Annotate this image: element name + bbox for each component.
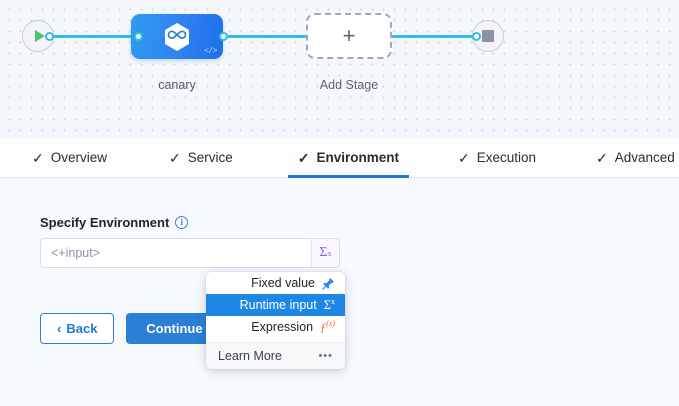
add-stage-label: Add Stage [319, 78, 379, 92]
connector-dot-canary-in [134, 32, 143, 41]
tab-execution[interactable]: ✓ Execution [448, 138, 546, 177]
tab-overview[interactable]: ✓ Overview [22, 138, 117, 177]
connector-dot-start [45, 32, 54, 41]
dropdown-item-label: Fixed value [251, 276, 315, 290]
edge-addstage-to-end [392, 35, 478, 38]
check-icon: ✓ [297, 149, 310, 166]
more-options-icon[interactable]: ••• [318, 350, 333, 362]
dropdown-item-runtime-input[interactable]: Runtime input Σx [206, 294, 345, 316]
chevron-left-icon: ‹ [57, 321, 62, 336]
check-icon: ✓ [458, 149, 470, 166]
dropdown-item-label: Expression [251, 320, 314, 334]
tab-environment[interactable]: ✓ Environment [287, 138, 410, 178]
back-button[interactable]: ‹ Back [40, 313, 115, 344]
stage-tabs: ✓ Overview ✓ Service ✓ Environment ✓ Exe… [0, 138, 679, 178]
specify-environment-label: Specify Environment i [40, 215, 189, 230]
tab-label: Advanced [614, 150, 675, 165]
dropdown-item-expression[interactable]: Expression ƒ(x) [206, 316, 345, 338]
learn-more-label: Learn More [218, 349, 282, 363]
back-button-label: Back [66, 321, 98, 336]
connector-dot-canary-out [219, 32, 228, 41]
plus-icon: + [342, 23, 356, 48]
edge-start-to-canary [46, 35, 138, 38]
harness-hexagon-icon [165, 22, 189, 51]
check-icon: ✓ [596, 149, 608, 166]
sigma-icon: Σx [323, 296, 335, 313]
function-icon: ƒ(x) [320, 319, 335, 334]
add-stage-button[interactable]: + [306, 13, 392, 59]
stage-node-canary[interactable]: </> [131, 14, 223, 59]
value-type-dropdown[interactable]: Fixed value Runtime input Σx Expression … [206, 272, 345, 369]
tab-advanced[interactable]: ✓ Advanced [586, 138, 679, 177]
check-icon: ✓ [169, 149, 181, 166]
environment-input-row[interactable]: Σx [40, 238, 340, 268]
tab-service[interactable]: ✓ Service [159, 138, 243, 177]
pin-icon [322, 277, 334, 290]
dropdown-item-fixed-value[interactable]: Fixed value [206, 272, 345, 294]
tab-label: Environment [316, 150, 399, 165]
dropdown-separator [206, 342, 345, 343]
form-actions: ‹ Back Continue [40, 313, 223, 344]
check-icon: ✓ [32, 149, 44, 166]
stage-label-canary: canary [158, 78, 196, 92]
dropdown-learn-more[interactable]: Learn More ••• [206, 343, 345, 369]
stop-icon [482, 30, 494, 42]
connector-dot-end [472, 32, 481, 41]
pipeline-canvas[interactable]: </> canary + Add Stage [0, 0, 679, 138]
field-label-text: Specify Environment [40, 215, 170, 230]
info-icon[interactable]: i [175, 216, 189, 229]
sigma-superscript: x [327, 248, 332, 258]
code-glyph: </> [204, 47, 217, 56]
environment-input[interactable] [41, 239, 311, 267]
sigma-icon: Σ [319, 245, 328, 260]
continue-button-label: Continue [146, 321, 203, 336]
tab-label: Overview [50, 150, 107, 165]
tab-label: Service [187, 150, 233, 165]
tab-label: Execution [476, 150, 537, 165]
dropdown-item-label: Runtime input [239, 298, 317, 312]
play-icon [34, 30, 45, 42]
edge-canary-to-addstage [222, 35, 306, 38]
